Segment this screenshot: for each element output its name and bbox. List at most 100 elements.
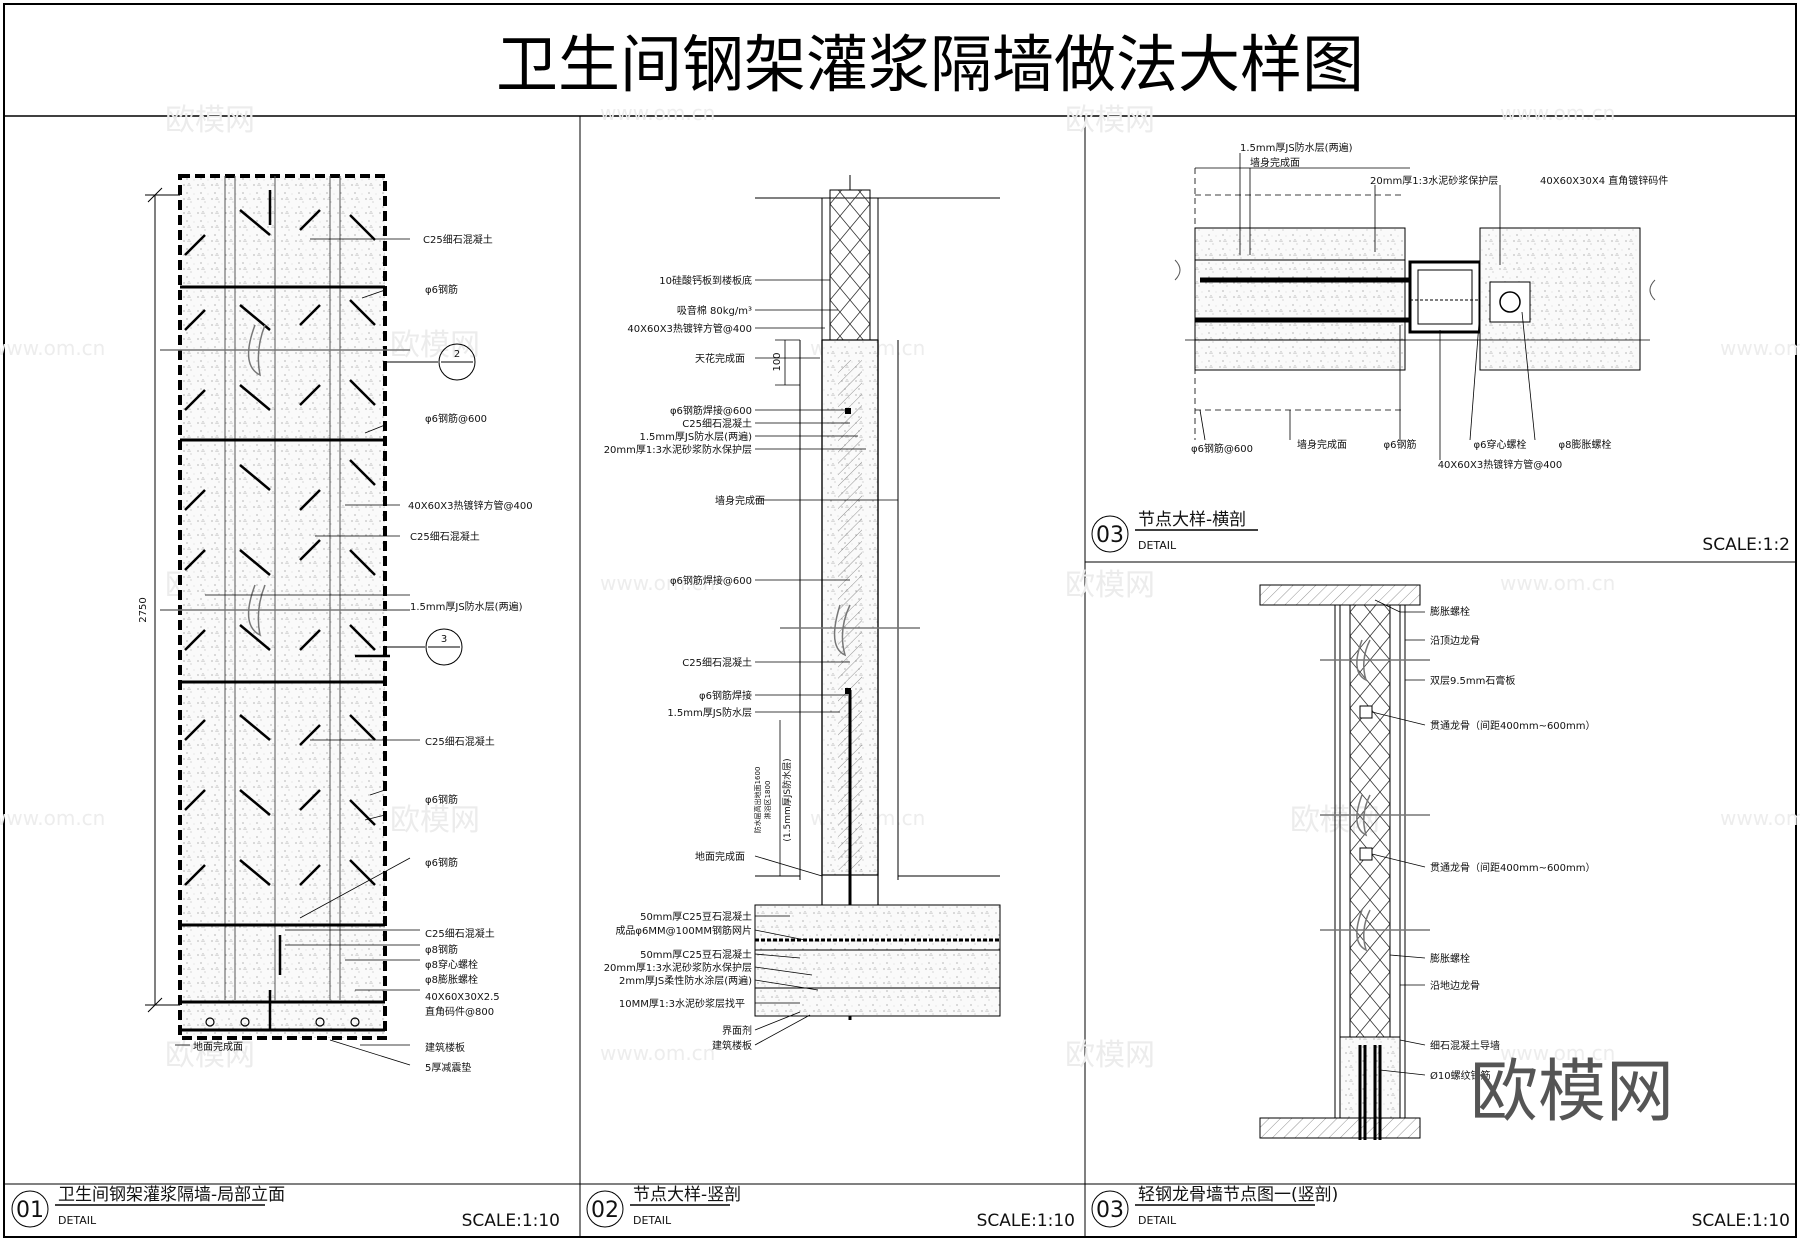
svg-text:www.om.cn: www.om.cn — [600, 571, 715, 595]
svg-text:www.om.cn: www.om.cn — [1500, 571, 1615, 595]
elev-label-6: C25细石混凝土 — [425, 735, 495, 748]
svg-text:www.om.cn: www.om.cn — [600, 101, 715, 125]
lsteel-label-6: 沿地边龙骨 — [1430, 979, 1480, 992]
svg-text:DETAIL: DETAIL — [1138, 1214, 1177, 1227]
panel-light-steel-section: 膨胀螺栓 沿顶边龙骨 双层9.5mm石膏板 贯通龙骨（间距400mm~600mm… — [1259, 584, 1596, 1140]
elev-label-1: φ6钢筋 — [425, 283, 458, 296]
svg-text:SCALE:1:10: SCALE:1:10 — [977, 1211, 1075, 1231]
lsteel-label-8: Ø10螺纹钢筋 — [1430, 1069, 1491, 1082]
svg-text:节点大样-横剖: 节点大样-横剖 — [1138, 510, 1246, 530]
panel-vertical-section: 100 防水层高出地面1600 淋浴区1800 (1.5mm厚JS防水层) — [604, 175, 1001, 1052]
title-block-03-vertical: 03 轻钢龙骨墙节点图一(竖剖) DETAIL SCALE:1:10 — [1091, 1185, 1790, 1231]
svg-text:欧模网: 欧模网 — [1065, 1038, 1155, 1073]
svg-text:卫生间钢架灌浆隔墙-局部立面: 卫生间钢架灌浆隔墙-局部立面 — [58, 1185, 285, 1205]
elev-label-7: φ6钢筋 — [425, 793, 458, 806]
vsec-label-9: φ6钢筋焊接@600 — [670, 574, 752, 587]
svg-text:02: 02 — [591, 1198, 619, 1223]
vsec-label-5: C25细石混凝土 — [682, 417, 752, 430]
vsec-label-18: 2mm厚JS柔性防水涂层(两遍) — [619, 974, 752, 987]
elev-label-5: 1.5mm厚JS防水层(两遍) — [410, 600, 523, 613]
svg-text:www.om.cn: www.om.cn — [1720, 806, 1800, 830]
vsec-label-17: 20mm厚1:3水泥砂浆防水保护层 — [604, 961, 752, 974]
hsec-bottom-0: φ6钢筋@600 — [1191, 442, 1253, 455]
sheet-frame — [3, 3, 1797, 1238]
hsec-bottom-4: φ8膨胀螺栓 — [1559, 438, 1612, 451]
lsteel-label-5: 膨胀螺栓 — [1430, 952, 1470, 965]
svg-text:欧模网: 欧模网 — [165, 1038, 255, 1073]
vsec-label-13: 地面完成面 — [695, 850, 745, 863]
lsteel-label-2: 双层9.5mm石膏板 — [1430, 674, 1515, 687]
svg-text:01: 01 — [16, 1198, 44, 1223]
vsec-label-6: 1.5mm厚JS防水层(两遍) — [640, 430, 753, 443]
vsec-label-4: φ6钢筋焊接@600 — [670, 404, 752, 417]
svg-text:03: 03 — [1096, 1198, 1124, 1223]
vsec-label-8: 墙身完成面 — [715, 494, 765, 507]
svg-text:www.om.cn: www.om.cn — [600, 1041, 715, 1065]
elev-label-16: 5厚减震垫 — [425, 1061, 471, 1074]
panel-horizontal-section: 1.5mm厚JS防水层(两遍) 墙身完成面 20mm厚1:3水泥砂浆保护层 40… — [1174, 141, 1668, 471]
hsec-bottom-3: φ6穿心螺栓 — [1474, 438, 1527, 451]
hsec-top-1: 墙身完成面 — [1250, 156, 1300, 169]
elev-label-14: 直角码件@800 — [425, 1005, 494, 1018]
svg-text:www.om.cn: www.om.cn — [0, 806, 105, 830]
vsection-dimension: 100 — [772, 352, 783, 371]
elev-label-15: 建筑楼板 — [425, 1041, 465, 1054]
panel-elevation: 2750 2 3 C25细石混凝土 φ6钢 — [138, 174, 533, 1074]
elev-label-3: 40X60X3热镀锌方管@400 — [408, 499, 533, 512]
title-block-02: 02 节点大样-竖剖 DETAIL SCALE:1:10 — [586, 1185, 1075, 1231]
elev-label-17: 地面完成面 — [193, 1040, 243, 1053]
vsec-label-19: 10MM厚1:3水泥砂浆层找平 — [619, 997, 745, 1010]
svg-text:欧模网: 欧模网 — [165, 103, 255, 138]
svg-text:www.om.cn: www.om.cn — [1500, 1041, 1615, 1065]
vsec-label-21: 建筑楼板 — [712, 1039, 752, 1052]
svg-text:节点大样-竖剖: 节点大样-竖剖 — [633, 1185, 741, 1205]
sheet-title: 卫生间钢架灌浆隔墙做法大样图 — [496, 28, 1364, 101]
lsteel-label-4: 贯通龙骨（间距400mm~600mm） — [1430, 861, 1596, 874]
elev-label-13: 40X60X30X2.5 — [425, 992, 500, 1003]
hsec-bottom-5: 40X60X3热镀锌方管@400 — [1438, 458, 1563, 471]
svg-text:www.om.cn: www.om.cn — [1720, 336, 1800, 360]
svg-text:SCALE:1:10: SCALE:1:10 — [1692, 1211, 1790, 1231]
svg-text:SCALE:1:2: SCALE:1:2 — [1702, 535, 1790, 555]
vsec-label-2: 40X60X3热镀锌方管@400 — [627, 322, 752, 335]
svg-text:欧模网: 欧模网 — [1065, 568, 1155, 603]
elev-label-12: φ8膨胀螺栓 — [425, 973, 478, 986]
hsec-top-0: 1.5mm厚JS防水层(两遍) — [1240, 141, 1353, 154]
svg-text:www.om.cn: www.om.cn — [1500, 101, 1615, 125]
svg-text:DETAIL: DETAIL — [58, 1214, 97, 1227]
vsection-note-3: (1.5mm厚JS防水层) — [781, 758, 793, 841]
lsteel-label-3: 贯通龙骨（间距400mm~600mm） — [1430, 719, 1596, 732]
vsection-note-2: 淋浴区1800 — [763, 781, 772, 820]
section-mark-2: 2 — [454, 349, 460, 360]
svg-text:欧模网: 欧模网 — [390, 803, 480, 838]
vsec-label-3: 天花完成面 — [695, 352, 745, 365]
vsec-label-7: 20mm厚1:3水泥砂浆防水保护层 — [604, 443, 752, 456]
lsteel-label-7: 细石混凝土导墙 — [1430, 1039, 1500, 1052]
vsec-label-15: 成品φ6MM@100MM钢筋网片 — [615, 924, 752, 937]
vsec-label-1: 吸音棉 80kg/m³ — [677, 304, 752, 317]
elev-label-9: C25细石混凝土 — [425, 927, 495, 940]
title-block-01: 01 卫生间钢架灌浆隔墙-局部立面 DETAIL SCALE:1:10 — [11, 1185, 560, 1231]
hsec-bottom-2: φ6钢筋 — [1384, 438, 1417, 451]
elev-label-0: C25细石混凝土 — [423, 233, 493, 246]
hsec-top-3: 40X60X30X4 直角镀锌码件 — [1540, 174, 1668, 187]
vsec-label-10: C25细石混凝土 — [682, 656, 752, 669]
vsec-label-16: 50mm厚C25豆石混凝土 — [640, 948, 752, 961]
section-mark-3: 3 — [441, 634, 447, 645]
elev-label-2: φ6钢筋@600 — [425, 412, 487, 425]
brand-watermark: 欧模网 — [1470, 1053, 1674, 1132]
svg-text:DETAIL: DETAIL — [1138, 539, 1177, 552]
elev-label-10: φ8钢筋 — [425, 943, 458, 956]
hsec-top-2: 20mm厚1:3水泥砂浆保护层 — [1370, 174, 1498, 187]
vsec-label-0: 10硅酸钙板到楼板底 — [659, 274, 752, 287]
vsec-label-11: φ6钢筋焊接 — [699, 689, 752, 702]
lsteel-label-1: 沿顶边龙骨 — [1430, 634, 1480, 647]
elevation-dimension: 2750 — [138, 597, 149, 622]
elev-label-8: φ6钢筋 — [425, 856, 458, 869]
svg-text:03: 03 — [1096, 523, 1124, 548]
vsec-label-12: 1.5mm厚JS防水层 — [667, 706, 752, 719]
hsec-bottom-1: 墙身完成面 — [1297, 438, 1347, 451]
vsection-note-1: 防水层高出地面1600 — [753, 767, 762, 834]
title-block-03-horizontal: 03 节点大样-横剖 DETAIL SCALE:1:2 — [1091, 510, 1790, 555]
